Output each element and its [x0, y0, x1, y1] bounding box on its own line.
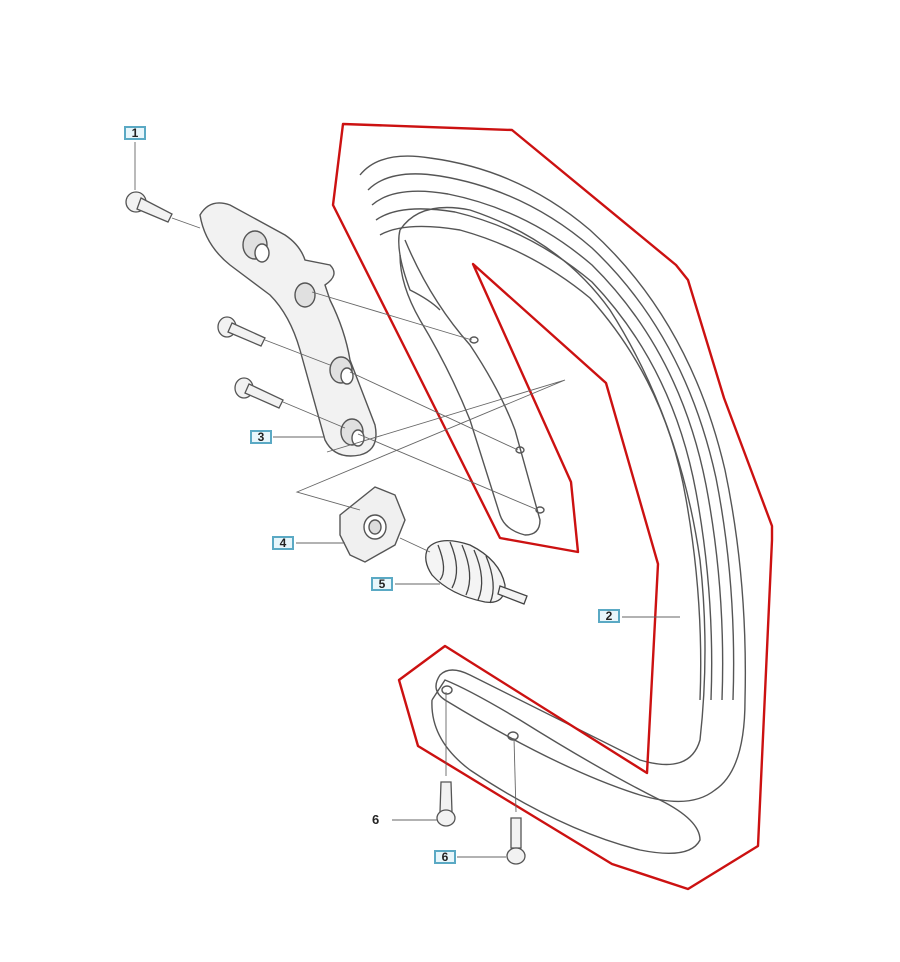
- callout-4: 4: [272, 536, 294, 550]
- bottom-screw: [436, 781, 526, 865]
- screw: [125, 191, 284, 409]
- bracket: [199, 202, 377, 457]
- callout-2: 2: [598, 609, 620, 623]
- callout-5: 5: [371, 577, 393, 591]
- vibration-damper: [425, 540, 528, 605]
- nut-plate: [339, 486, 406, 563]
- callout-6-plain: 6: [372, 812, 380, 827]
- front-handle: [359, 155, 747, 855]
- callout-3: 3: [250, 430, 272, 444]
- callout-1: 1: [124, 126, 146, 140]
- highlight-outline: [331, 122, 774, 891]
- leader-lines: [134, 142, 680, 858]
- callout-6: 6: [434, 850, 456, 864]
